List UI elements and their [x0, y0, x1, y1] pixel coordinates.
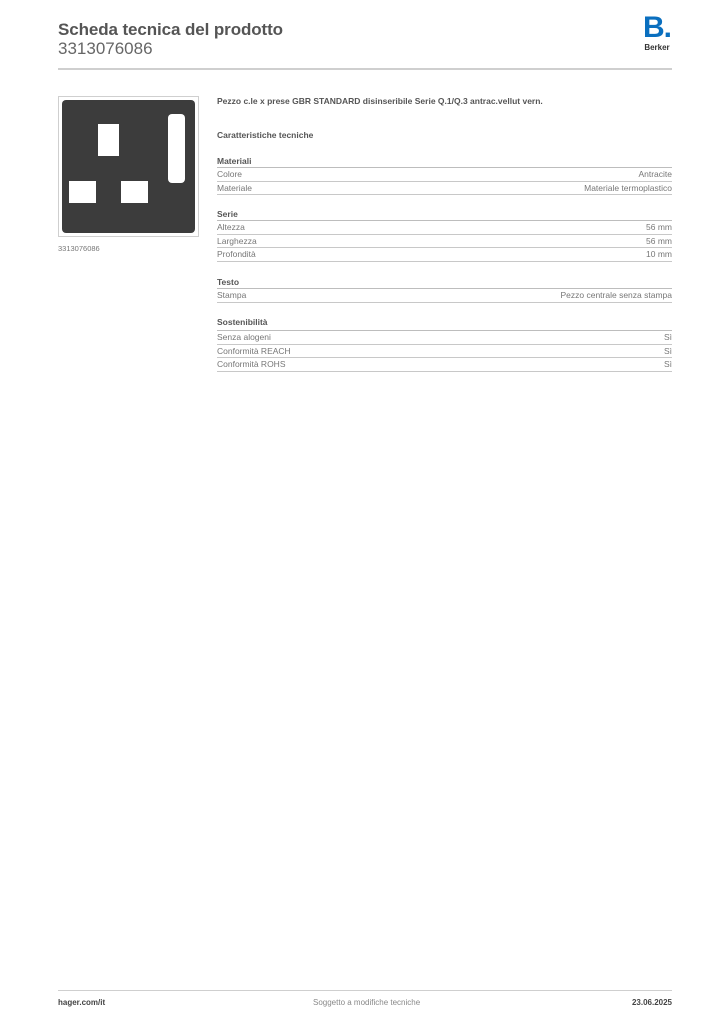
section-title: Serie [217, 208, 672, 221]
spec-section-sostenibilita: Sostenibilità Senza alogeni Sì Conformit… [217, 316, 672, 372]
spec-section-serie: Serie Altezza 56 mm Larghezza 56 mm Prof… [217, 208, 672, 262]
neutral-pin-slot [69, 181, 96, 203]
spec-label: Colore [217, 169, 243, 179]
spec-row: Altezza 56 mm [217, 221, 672, 235]
product-description: Pezzo c.le x prese GBR STANDARD disinser… [217, 96, 543, 106]
footer-notice: Soggetto a modifiche tecniche [313, 998, 421, 1007]
spec-label: Profondità [217, 249, 256, 259]
switch-slot [168, 114, 185, 183]
footer-date: 23.06.2025 [631, 998, 672, 1007]
spec-row: Larghezza 56 mm [217, 235, 672, 248]
spec-row: Senza alogeni Sì [217, 331, 672, 345]
earth-pin-slot [98, 124, 119, 156]
spec-row: Materiale Materiale termoplastico [217, 182, 672, 195]
berker-logo: B. Berker [638, 11, 676, 56]
spec-value: Sì [663, 332, 672, 342]
spec-label: Altezza [217, 222, 245, 232]
specs-title: Caratteristiche tecniche [217, 130, 314, 140]
page-title: Scheda tecnica del prodotto [58, 20, 283, 39]
spec-row: Colore Antracite [217, 168, 672, 182]
section-title: Materiali [217, 155, 672, 168]
footer-divider [58, 990, 672, 991]
spec-label: Conformità ROHS [217, 359, 286, 369]
spec-label: Conformità REACH [217, 345, 291, 356]
spec-value: Sì [663, 359, 672, 369]
spec-label: Senza alogeni [217, 332, 271, 342]
section-title: Testo [217, 276, 672, 289]
logo-letter: B. [643, 11, 672, 44]
spec-value: Antracite [638, 169, 672, 179]
spec-row: Profondità 10 mm [217, 248, 672, 262]
spec-label: Materiale [217, 182, 252, 193]
product-image [58, 96, 199, 237]
footer-website-link[interactable]: hager.com/it [58, 998, 106, 1007]
spec-label: Stampa [217, 290, 247, 300]
product-code: 3313076086 [58, 39, 153, 58]
header-divider [58, 68, 672, 70]
spec-value: 56 mm [646, 235, 672, 246]
spec-section-materiali: Materiali Colore Antracite Materiale Mat… [217, 155, 672, 195]
spec-row: Conformità ROHS Sì [217, 358, 672, 372]
spec-label: Larghezza [217, 235, 257, 246]
section-title: Sostenibilità [217, 316, 672, 331]
spec-value: Pezzo centrale senza stampa [560, 290, 672, 300]
image-caption: 3313076086 [58, 244, 100, 253]
spec-value: Materiale termoplastico [584, 182, 672, 193]
spec-section-testo: Testo Stampa Pezzo centrale senza stampa [217, 276, 672, 303]
socket-plate-graphic [62, 100, 195, 233]
spec-value: 56 mm [646, 222, 672, 232]
spec-value: 10 mm [646, 249, 672, 259]
live-pin-slot [121, 181, 148, 203]
spec-row: Conformità REACH Sì [217, 345, 672, 358]
spec-row: Stampa Pezzo centrale senza stampa [217, 289, 672, 303]
spec-value: Sì [663, 345, 672, 356]
logo-brand: Berker [644, 43, 670, 52]
